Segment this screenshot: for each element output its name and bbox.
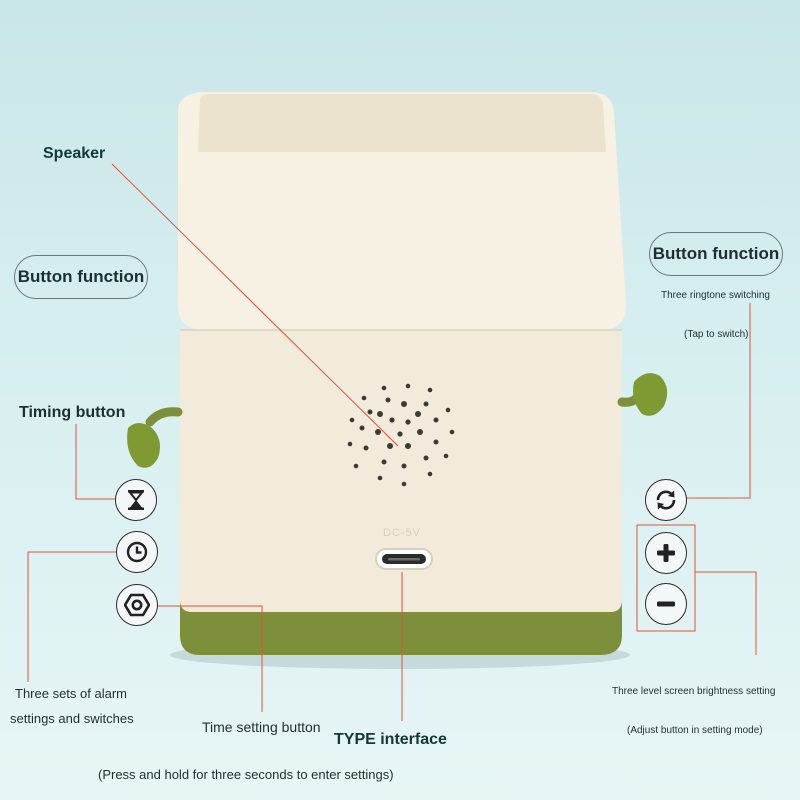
minus-button[interactable] xyxy=(645,583,687,625)
time-setting-label: Time setting button xyxy=(202,719,321,735)
alarm-label-line1: Three sets of alarm xyxy=(15,686,127,701)
timer-button[interactable] xyxy=(115,479,157,521)
timing-button-label: Timing button xyxy=(19,404,126,421)
hexagon-nut-icon xyxy=(124,593,150,617)
clock-icon xyxy=(126,541,148,563)
brightness-label: Three level screen brightness setting xyxy=(612,686,776,697)
button-function-label: Button function xyxy=(652,244,780,263)
adjust-note: (Adjust button in setting mode) xyxy=(627,725,763,736)
speaker-label: Speaker xyxy=(43,145,106,162)
port-marking: DC-5V xyxy=(383,527,422,539)
ringtone-button[interactable] xyxy=(645,479,687,521)
ringtone-label: Three ringtone switching xyxy=(661,290,770,301)
alarm-label-line2: settings and switches xyxy=(10,711,134,726)
hourglass-icon xyxy=(127,490,145,510)
minus-icon xyxy=(657,601,675,607)
plus-icon xyxy=(657,544,675,562)
button-function-badge-left: Button function xyxy=(14,255,148,299)
press-hold-note: (Press and hold for three seconds to ent… xyxy=(98,767,394,782)
tap-note: (Tap to switch) xyxy=(684,329,749,340)
plus-button[interactable] xyxy=(645,532,687,574)
refresh-icon xyxy=(656,490,676,510)
settings-button[interactable] xyxy=(116,584,158,626)
alarm-button[interactable] xyxy=(116,531,158,573)
button-function-label: Button function xyxy=(17,267,145,286)
button-function-badge-right: Button function xyxy=(649,232,783,276)
type-interface-label: TYPE interface xyxy=(334,731,447,748)
